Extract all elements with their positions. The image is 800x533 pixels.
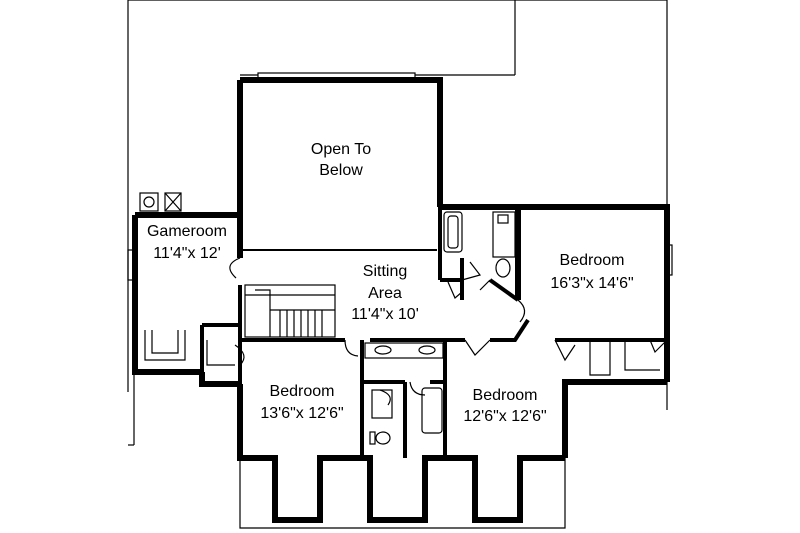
bedroom-southwest-name: Bedroom: [270, 383, 335, 400]
bedroom-southwest-size: 13'6"x 12'6": [260, 405, 343, 422]
bedroom-east-size: 16'3"x 14'6": [550, 275, 633, 292]
bedroom-east-name: Bedroom: [560, 252, 625, 269]
closets: [206, 244, 673, 376]
bath-fixtures: [364, 211, 516, 445]
open-to-below-line2: Below: [319, 162, 363, 179]
sitting-area-line1: Sitting: [363, 263, 407, 280]
door-swings: [229, 257, 666, 406]
gameroom-size: 11'4"x 12': [153, 245, 221, 262]
gameroom-fixtures: [127, 192, 186, 361]
sitting-area-size: 11'4"x 10': [351, 306, 419, 323]
sitting-area-line2: Area: [368, 285, 402, 302]
open-to-below-line1: Open To: [311, 141, 371, 158]
bedroom-southeast-size: 12'6"x 12'6": [463, 408, 546, 425]
exterior-walls: [132, 77, 670, 523]
interior-walls: [200, 207, 667, 458]
room-labels: Open To Below Gameroom 11'4"x 12' Sittin…: [147, 141, 634, 425]
gameroom-name: Gameroom: [147, 223, 227, 240]
staircase: [244, 284, 336, 338]
bedroom-southeast-name: Bedroom: [473, 387, 538, 404]
